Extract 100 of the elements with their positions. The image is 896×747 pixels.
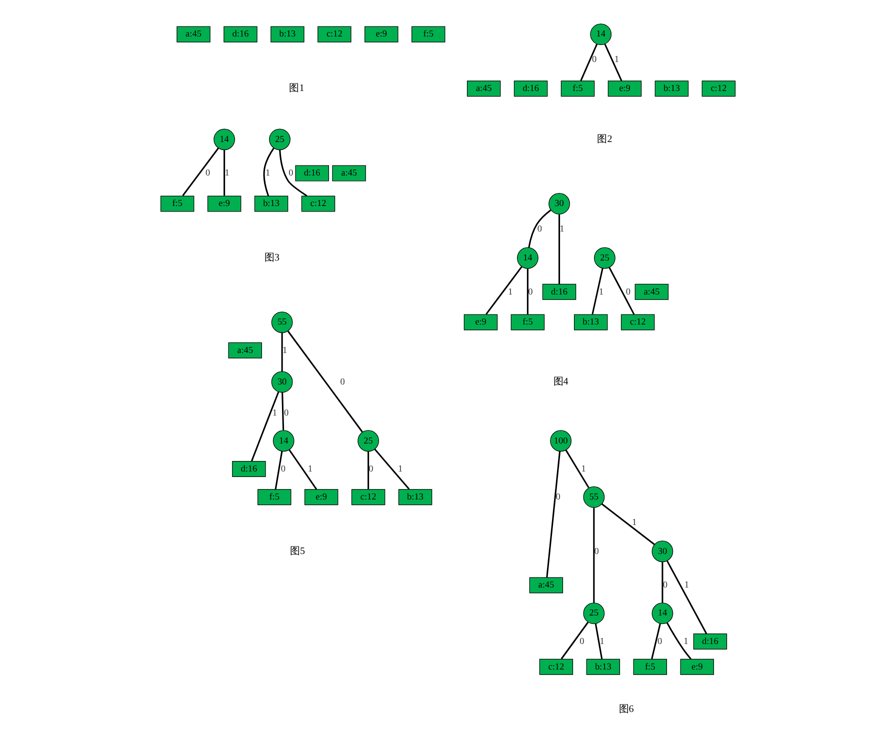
connector: [288, 449, 318, 490]
node-box: e:9: [364, 26, 398, 42]
edge-label: 0: [626, 286, 630, 296]
edge-label: 0: [288, 168, 294, 178]
node-box: a:45: [529, 577, 564, 594]
node-box: b:13: [254, 196, 288, 212]
node-circle: 55: [583, 486, 605, 508]
edge-label: 0: [537, 224, 542, 234]
edge-label: 1: [600, 636, 604, 646]
node-box: d:16: [514, 80, 548, 97]
node-box: e:9: [207, 196, 242, 212]
connector: [666, 622, 692, 660]
connector: [279, 150, 308, 196]
node-circle: 14: [590, 24, 612, 46]
node-box: a:45: [228, 342, 262, 358]
node-circle: 25: [269, 128, 290, 150]
edge-label: 0: [592, 54, 597, 64]
connector: [368, 451, 370, 490]
connector: [182, 148, 219, 196]
node-box: e:9: [304, 489, 338, 506]
node-box: c:12: [351, 489, 386, 506]
connector: [526, 268, 528, 314]
connector: [486, 266, 522, 315]
node-box: f:5: [633, 658, 667, 675]
edge-label: 0: [528, 286, 533, 296]
connector: [224, 150, 226, 196]
connector: [608, 267, 635, 315]
connector: [666, 560, 708, 634]
node-box: b:13: [654, 80, 689, 97]
connector: [593, 508, 595, 603]
connector: [604, 44, 622, 82]
edge-label: 0: [657, 636, 662, 646]
label: 图4: [553, 376, 568, 388]
edge-label: 1: [598, 286, 604, 296]
edge-label: 1: [581, 463, 586, 474]
edge-label: 1: [632, 516, 637, 527]
node-box: f:5: [160, 196, 194, 212]
label: 图6: [618, 704, 634, 715]
connector: [528, 210, 552, 248]
node-box: c:12: [301, 196, 336, 212]
connector: [565, 450, 590, 488]
edge-label: 0: [556, 491, 560, 502]
node-box: c:12: [318, 26, 352, 42]
node-circle: 30: [652, 540, 674, 562]
node-box: b:13: [270, 26, 304, 42]
edge-label: 1: [266, 168, 270, 178]
edge-label: 1: [684, 580, 690, 590]
label: 图2: [597, 134, 612, 146]
node-box: e:9: [680, 658, 714, 675]
connector: [274, 451, 283, 490]
edge-label: 1: [508, 286, 513, 296]
node-box: d:16: [542, 284, 576, 300]
node-box: a:45: [176, 26, 210, 42]
connector: [282, 392, 284, 430]
edge-label: 0: [580, 636, 584, 646]
node-box: d:16: [693, 633, 728, 650]
node-box: d:16: [295, 165, 329, 182]
connector: [662, 562, 664, 603]
node-box: b:13: [586, 658, 620, 675]
node-circle: 25: [594, 247, 616, 269]
connector: [281, 332, 283, 372]
node-box: b:13: [398, 489, 432, 506]
node-box: e:9: [464, 314, 498, 330]
node-box: f:5: [510, 314, 545, 330]
edge-label: 0: [284, 408, 289, 418]
edge-label: 0: [205, 168, 210, 178]
connector: [558, 214, 560, 284]
node-circle: 14: [652, 602, 674, 624]
edge-label: 1: [614, 54, 619, 64]
edge-label: 0: [368, 463, 374, 474]
edge-label: 1: [398, 463, 403, 474]
node-circle: 14: [214, 128, 236, 150]
connector: [594, 624, 603, 660]
node-circle: 14: [272, 430, 294, 452]
connector: [592, 268, 604, 314]
node-circle: 55: [271, 312, 293, 333]
node-box: e:9: [608, 80, 642, 97]
edge-label: 0: [662, 580, 668, 590]
node-box: a:45: [634, 284, 669, 300]
edge-label: 1: [308, 463, 312, 474]
connector: [560, 622, 589, 660]
node-circle: 25: [583, 602, 605, 624]
connector: [580, 44, 598, 81]
node-circle: 30: [548, 193, 570, 214]
connector: [287, 330, 363, 432]
edge-label: 1: [282, 344, 288, 355]
node-box: f:5: [258, 489, 292, 506]
connector: [374, 448, 410, 490]
node-box: c:12: [620, 314, 655, 330]
edge-label: 0: [594, 546, 599, 556]
label: 图3: [264, 252, 280, 264]
edge-label: 0: [340, 376, 345, 386]
node-box: c:12: [539, 658, 574, 675]
edge-label: 1: [224, 168, 230, 178]
node-box: a:45: [332, 165, 366, 182]
edge-label: 1: [272, 408, 278, 418]
connector: [651, 623, 661, 660]
node-box: a:45: [466, 80, 501, 97]
node-circle: 14: [517, 247, 538, 269]
node-circle: 100: [550, 430, 572, 452]
